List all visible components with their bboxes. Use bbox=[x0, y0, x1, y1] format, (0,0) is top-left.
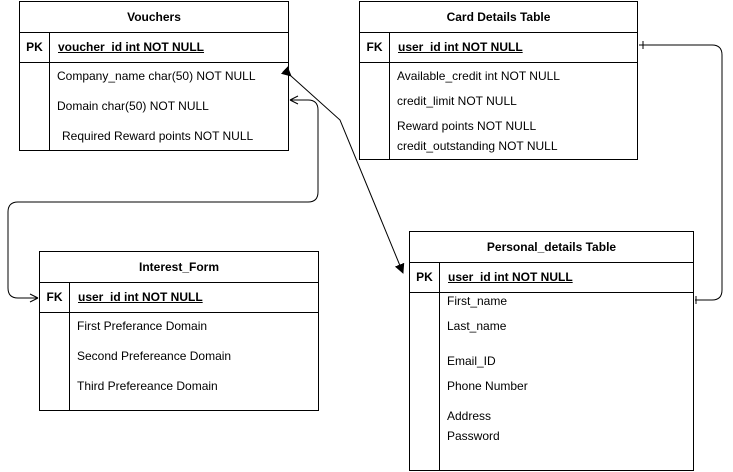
table-vouchers[interactable]: Vouchers PK voucher_id int NOT NULL Comp… bbox=[19, 1, 289, 151]
field: Domain char(50) NOT NULL bbox=[57, 99, 209, 113]
key-label: PK bbox=[410, 262, 440, 292]
field: Reward points NOT NULL bbox=[397, 119, 537, 133]
connector-vouchers-interest bbox=[7, 99, 319, 299]
connector-vouchers-personal bbox=[280, 66, 405, 274]
table-card-details[interactable]: Card Details Table FK user_id int NOT NU… bbox=[359, 1, 638, 160]
field: Second Prefereance Domain bbox=[77, 349, 232, 363]
key-label: FK bbox=[40, 282, 70, 312]
key-row: FK user_id int NOT NULL bbox=[40, 282, 318, 313]
field: credit_limit NOT NULL bbox=[397, 94, 517, 108]
key-row: FK user_id int NOT NULL bbox=[360, 32, 637, 63]
field: Password bbox=[447, 429, 500, 443]
table-title: Card Details Table bbox=[360, 2, 637, 33]
table-title: Interest_Form bbox=[40, 252, 318, 283]
column-divider bbox=[439, 292, 440, 470]
key-label: PK bbox=[20, 32, 50, 62]
column-divider bbox=[49, 62, 50, 150]
field: Phone Number bbox=[447, 379, 528, 393]
key-label: FK bbox=[360, 32, 390, 62]
field: Third Prefereance Domain bbox=[77, 379, 218, 393]
table-personal-details[interactable]: Personal_details Table PK user_id int NO… bbox=[409, 231, 694, 471]
crowfoot-marker bbox=[29, 293, 39, 303]
field: Available_credit int NOT NULL bbox=[397, 69, 560, 83]
table-title: Vouchers bbox=[20, 2, 288, 33]
field: Company_name char(50) NOT NULL bbox=[57, 69, 256, 83]
key-field: user_id int NOT NULL bbox=[78, 290, 203, 304]
key-field: voucher_id int NOT NULL bbox=[58, 40, 205, 54]
key-field: user_id int NOT NULL bbox=[398, 40, 523, 54]
connector-card-personal bbox=[639, 44, 723, 301]
field: Last_name bbox=[447, 319, 507, 333]
table-interest-form[interactable]: Interest_Form FK user_id int NOT NULL Fi… bbox=[39, 251, 319, 411]
crowfoot-marker bbox=[289, 95, 299, 105]
column-divider bbox=[69, 312, 70, 410]
field: Address bbox=[447, 409, 492, 423]
table-title: Personal_details Table bbox=[410, 232, 693, 263]
field: First_name bbox=[447, 294, 508, 308]
field: Required Reward points NOT NULL bbox=[62, 129, 254, 143]
field: credit_outstanding NOT NULL bbox=[397, 139, 558, 153]
key-field: user_id int NOT NULL bbox=[448, 270, 573, 284]
key-row: PK user_id int NOT NULL bbox=[410, 262, 693, 293]
field: Email_ID bbox=[447, 354, 496, 368]
field: First Preferance Domain bbox=[77, 319, 208, 333]
key-row: PK voucher_id int NOT NULL bbox=[20, 32, 288, 63]
